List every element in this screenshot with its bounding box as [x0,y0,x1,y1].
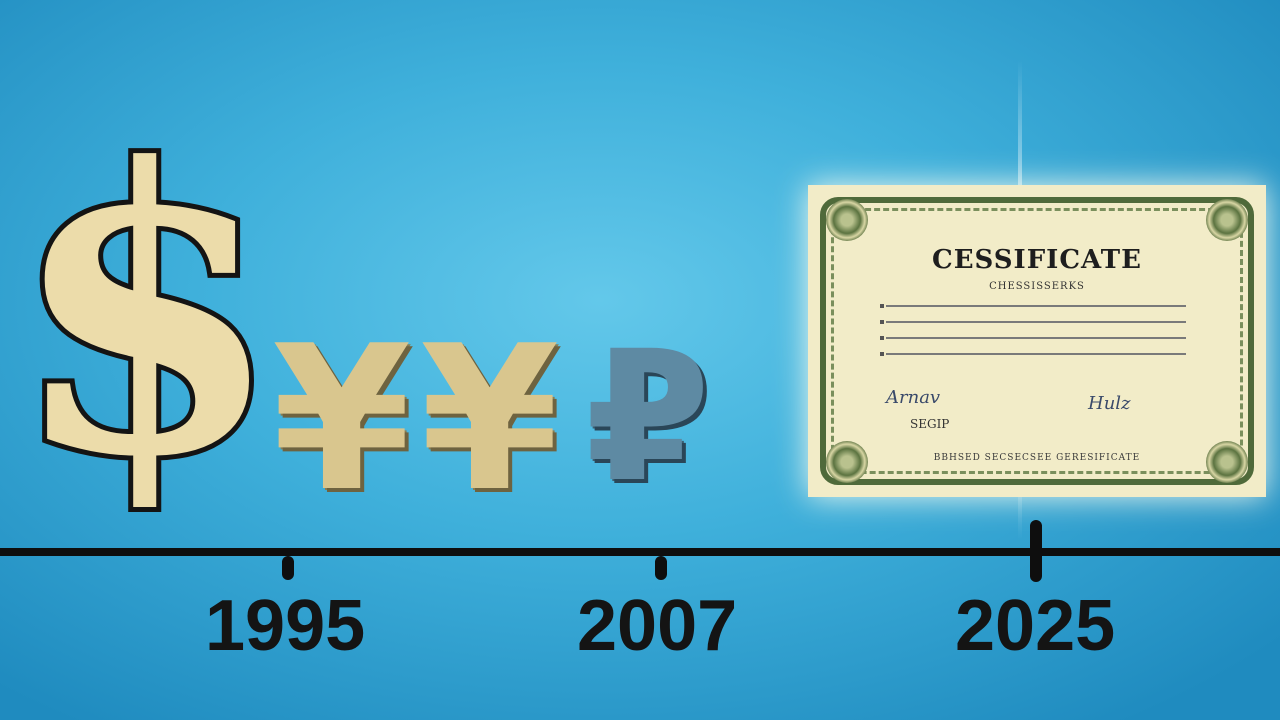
signature-left: Arnav [886,387,941,408]
signature-left-caption: SEGIP [910,417,950,431]
certificate-title: CESSIFICATE [932,245,1142,275]
signature-right: Hulz [1088,393,1131,414]
yen-symbol-1: ¥ [272,303,412,536]
timeline-line [0,548,1280,556]
certificate-footer: BBHSED SECSECSEE GERESIFICATE [933,453,1141,463]
ornament-icon [1206,441,1248,483]
timeline-tick-2025 [1030,520,1042,582]
certificate-border [820,197,1254,485]
year-label-1995: 1995 [205,586,366,666]
ornament-icon [826,199,868,241]
dollar-symbol: $ [5,84,286,542]
yen-symbol-2: ¥ [420,303,560,536]
certificate-line [880,352,1186,356]
certificate-line [880,336,1186,340]
ornament-icon [1206,199,1248,241]
timeline-tick-1995 [282,556,294,580]
ornament-icon [826,441,868,483]
timeline-tick-2007 [655,556,667,580]
ruble-symbol: ₽ [585,313,711,522]
certificate-line [880,304,1186,308]
certificate-subtitle: CHESSISSERKS [989,281,1085,292]
year-label-2007: 2007 [577,586,738,666]
certificate-line [880,320,1186,324]
certificate: CESSIFICATE CHESSISSERKS Arnav SEGIP Hul… [808,185,1266,497]
year-label-2025: 2025 [955,586,1116,666]
